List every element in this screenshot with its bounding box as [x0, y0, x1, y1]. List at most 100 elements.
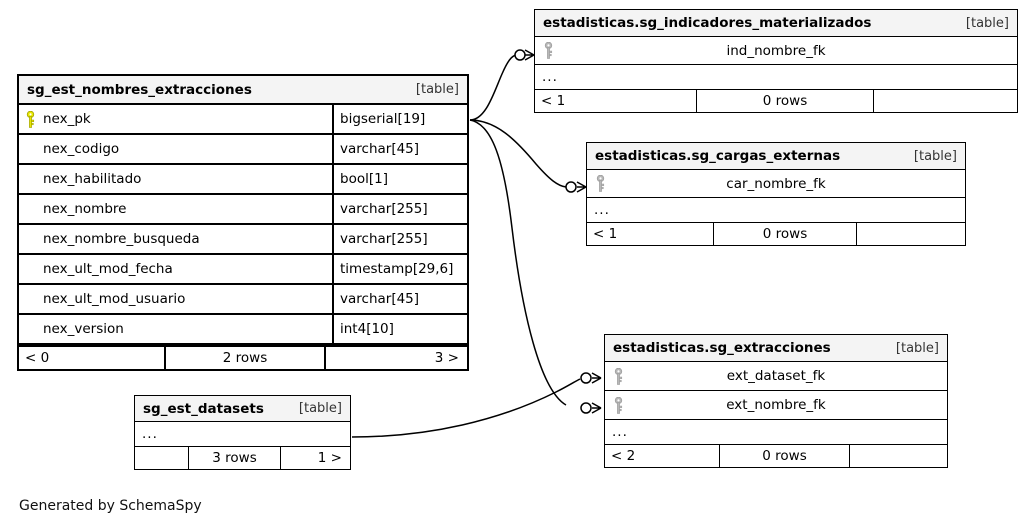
table-row-ellipsis: ... [535, 65, 1017, 90]
table-row[interactable]: nex_nombre_busqueda varchar[255] [19, 225, 467, 255]
key-icon-primary [26, 110, 35, 128]
table-name: estadisticas.sg_cargas_externas [595, 148, 841, 164]
edge-nexpk-to-carnombrefk [469, 119, 587, 193]
key-icon-foreign [544, 42, 553, 59]
table-row-ellipsis: ... [587, 198, 965, 223]
column-name: ext_dataset_fk [726, 368, 826, 384]
column-name: nex_ult_mod_usuario [43, 291, 186, 307]
column-name-cell: nex_version [19, 315, 332, 343]
table-sg-est-datasets[interactable]: sg_est_datasets [table] ... 3 rows 1 > [134, 395, 351, 470]
generator-credit: Generated by SchemaSpy [19, 498, 202, 514]
column-type: bool[1] [332, 165, 467, 193]
footer-parent-count: < 1 [541, 93, 566, 109]
table-row[interactable]: nex_version int4[10] [19, 315, 467, 345]
key-icon-none [26, 141, 35, 158]
table-row[interactable]: nex_nombre varchar[255] [19, 195, 467, 225]
footer-parent-count: < 1 [593, 226, 618, 242]
key-icon-none [26, 321, 35, 338]
footer-child-count [873, 90, 1017, 112]
column-name: nex_codigo [43, 141, 120, 157]
table-row[interactable]: nex_ult_mod_usuario varchar[45] [19, 285, 467, 315]
column-name: nex_ult_mod_fecha [43, 261, 173, 277]
key-icon-foreign [614, 367, 623, 385]
table-row[interactable]: nex_pk bigserial[19] [19, 105, 467, 135]
column-type: varchar[45] [332, 285, 467, 313]
column-name-cell: nex_habilitado [19, 165, 332, 193]
column-name: car_nombre_fk [726, 175, 826, 192]
table-footer: < 1 0 rows [587, 223, 965, 245]
table-row[interactable]: nex_codigo varchar[45] [19, 135, 467, 165]
table-row[interactable]: ext_dataset_fk [605, 362, 947, 391]
table-type-tag: [table] [913, 148, 957, 164]
column-type: varchar[255] [332, 225, 467, 253]
table-type-tag: [table] [298, 401, 342, 416]
ellipsis-label: ... [612, 424, 628, 440]
edge-nexpk-to-indnombrefk [469, 49, 535, 121]
table-footer: < 1 0 rows [535, 90, 1017, 112]
table-estadisticas-sg-cargas-externas[interactable]: estadisticas.sg_cargas_externas [table] … [586, 142, 966, 246]
column-name: nex_pk [43, 111, 91, 127]
table-row[interactable]: nex_habilitado bool[1] [19, 165, 467, 195]
column-type: varchar[255] [332, 195, 467, 223]
key-icon-none [26, 291, 35, 308]
column-type: int4[10] [332, 315, 467, 343]
table-header: estadisticas.sg_indicadores_materializad… [535, 10, 1017, 37]
key-icon-none [26, 261, 35, 278]
column-name: nex_nombre_busqueda [43, 231, 200, 247]
table-type-tag: [table] [415, 82, 459, 97]
column-name-cell: nex_pk [19, 105, 332, 133]
ellipsis-label: ... [142, 426, 158, 442]
table-header: estadisticas.sg_cargas_externas [table] [587, 143, 965, 170]
column-name-cell: nex_ult_mod_fecha [19, 255, 332, 283]
column-name: nex_version [43, 321, 124, 337]
table-row[interactable]: nex_ult_mod_fecha timestamp[29,6] [19, 255, 467, 285]
table-footer: < 2 0 rows [605, 445, 947, 467]
key-icon-none [26, 231, 35, 248]
key-icon-none [26, 171, 35, 188]
ellipsis-label: ... [542, 69, 558, 85]
edge-nexpk-to-extnombrefk [469, 119, 602, 414]
table-estadisticas-sg-indicadores-materializados[interactable]: estadisticas.sg_indicadores_materializad… [534, 9, 1018, 113]
column-name: nex_nombre [43, 201, 127, 217]
table-row[interactable]: car_nombre_fk [587, 170, 965, 198]
column-name-cell: nex_nombre [19, 195, 332, 223]
column-type: bigserial[19] [332, 105, 467, 133]
table-name: sg_est_datasets [143, 400, 264, 417]
footer-child-count [849, 445, 947, 467]
table-row-ellipsis: ... [135, 422, 350, 447]
footer-child-count: 3 > [324, 347, 467, 369]
table-footer: 3 rows 1 > [135, 447, 350, 469]
column-name-cell: nex_ult_mod_usuario [19, 285, 332, 313]
table-row[interactable]: ext_nombre_fk [605, 391, 947, 420]
table-footer: < 0 2 rows 3 > [19, 345, 467, 369]
key-icon-none [26, 201, 35, 218]
column-name: nex_habilitado [43, 171, 142, 187]
table-sg-est-nombres-extracciones[interactable]: sg_est_nombres_extracciones [table] nex_… [17, 74, 469, 371]
column-name-cell: nex_codigo [19, 135, 332, 163]
column-type: varchar[45] [332, 135, 467, 163]
ellipsis-label: ... [594, 202, 610, 218]
key-icon-foreign [614, 396, 623, 414]
column-type: timestamp[29,6] [332, 255, 467, 283]
table-name: sg_est_nombres_extracciones [27, 81, 252, 98]
table-name: estadisticas.sg_indicadores_materializad… [543, 15, 872, 31]
column-name: ext_nombre_fk [726, 397, 826, 413]
table-type-tag: [table] [895, 340, 939, 356]
footer-row-count: 0 rows [719, 445, 849, 467]
table-row-ellipsis: ... [605, 420, 947, 445]
table-header: sg_est_nombres_extracciones [table] [19, 76, 467, 105]
footer-parent-count: < 0 [25, 350, 50, 366]
footer-parent-count [135, 447, 188, 469]
column-name-cell: nex_nombre_busqueda [19, 225, 332, 253]
edge-datasets-to-extdatasetfk [351, 372, 602, 438]
table-name: estadisticas.sg_extracciones [613, 340, 831, 356]
table-row[interactable]: ind_nombre_fk [535, 37, 1017, 65]
footer-row-count: 3 rows [188, 447, 280, 469]
table-header: sg_est_datasets [table] [135, 396, 350, 422]
footer-row-count: 0 rows [696, 90, 873, 112]
table-type-tag: [table] [965, 15, 1009, 31]
key-icon-foreign [596, 175, 605, 192]
footer-child-count: 1 > [280, 447, 350, 469]
table-estadisticas-sg-extracciones[interactable]: estadisticas.sg_extracciones [table] ext… [604, 334, 948, 468]
